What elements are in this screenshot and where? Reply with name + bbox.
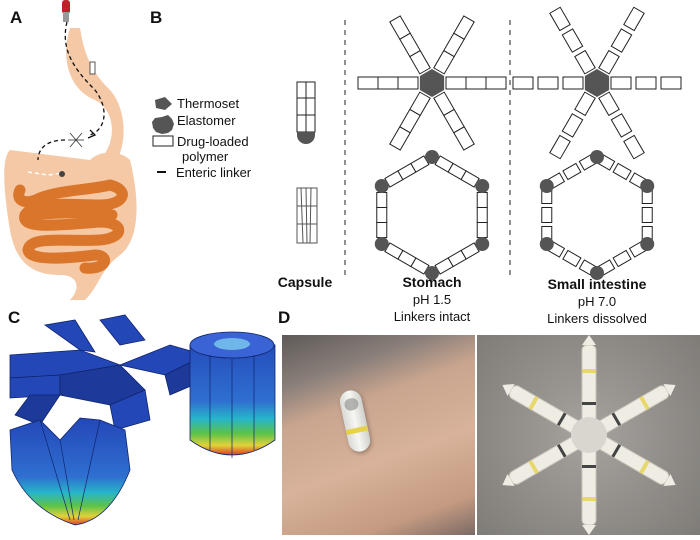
legend-drug-line2: polymer — [182, 149, 229, 164]
device-schematic — [152, 6, 682, 280]
capsule-title: Capsule — [277, 274, 333, 290]
photo-capsule-in-hand — [282, 335, 475, 535]
intestine-ph: pH 7.0 — [577, 294, 617, 309]
legend-enteric-linker: Enteric linker — [176, 165, 252, 180]
intestine-title: Small intestine — [547, 276, 647, 292]
panel-label-c: C — [8, 308, 21, 327]
panel-label-b: B — [150, 8, 163, 27]
panel-label-a: A — [10, 8, 23, 27]
stomach-ph: pH 1.5 — [412, 292, 452, 307]
stomach-title: Stomach — [402, 274, 462, 290]
legend-thermoset: Thermoset — [177, 96, 240, 111]
photo-unfolded-device — [477, 335, 700, 535]
fem-simulation-renders — [9, 314, 276, 526]
gi-tract-illustration — [4, 0, 137, 300]
legend-elastomer: Elastomer — [177, 113, 236, 128]
panel-label-d: D — [278, 308, 291, 327]
intestine-state: Linkers dissolved — [547, 311, 647, 326]
legend-drug-line1: Drug-loaded — [177, 134, 249, 149]
capsule-photo — [337, 388, 373, 454]
stomach-state: Linkers intact — [393, 309, 471, 324]
